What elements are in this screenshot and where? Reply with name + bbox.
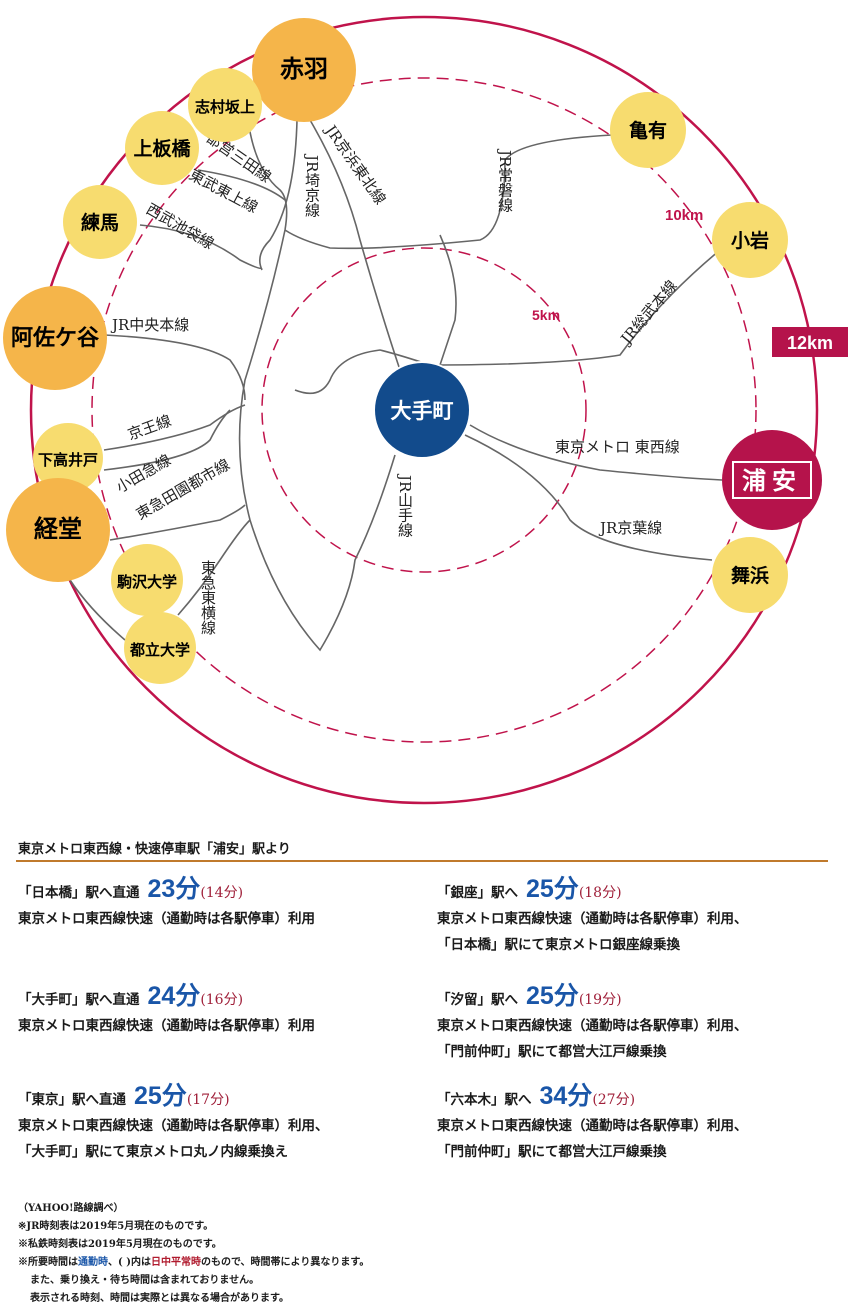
transfer-detail: 「門前仲町」駅にて都営大江戸線乗換 — [437, 1044, 667, 1060]
offpeak-time: (19分) — [578, 992, 622, 1008]
station-circle — [712, 202, 788, 278]
station-circle — [712, 537, 788, 613]
center-station: 大手町 — [373, 361, 471, 459]
divider — [16, 860, 828, 862]
station-label: 志村坂上 — [195, 98, 255, 116]
station-label: 都立大学 — [129, 641, 190, 659]
label-chuo: JR中央本線 — [110, 316, 189, 334]
route-detail: 東京メトロ東西線快速（通勤時は各駅停車）利用、 — [437, 1018, 748, 1034]
station-label: 舞浜 — [731, 564, 769, 587]
ring-10km — [91, 77, 757, 743]
ring-labels: 10km 5km 12km — [532, 207, 848, 357]
destination: 「銀座」駅へ — [437, 885, 518, 901]
station-label: 経堂 — [34, 514, 82, 543]
label-keio: 京王線 — [125, 411, 173, 443]
travel-entry: 「東京」駅へ直通 25分(17分) 東京メトロ東西線快速（通勤時は各駅停車）利用、「… — [18, 1083, 329, 1165]
travel-entry: 「大手町」駅へ直通 24分(16分) 東京メトロ東西線快速（通勤時は各駅停車）利用 — [18, 983, 315, 1039]
route-detail: 東京メトロ東西線快速（通勤時は各駅停車）利用、 — [437, 911, 748, 927]
route-detail: 東京メトロ東西線快速（通勤時は各駅停車）利用、 — [437, 1118, 748, 1134]
commute-time: 25分 — [134, 1082, 187, 1110]
destination: 「六本木」駅へ — [437, 1092, 532, 1108]
commute-time: 25分 — [526, 875, 579, 903]
label-joban: JR常磐線 — [496, 148, 514, 213]
destination: 「日本橋」駅へ直通 — [18, 885, 140, 901]
station-circle — [33, 423, 103, 493]
transfer-detail: 「門前仲町」駅にて都営大江戸線乗換 — [437, 1144, 667, 1160]
station-otemachi: 大手町 — [391, 398, 454, 423]
offpeak-time: (17分) — [186, 1092, 230, 1108]
station-circle — [3, 286, 107, 390]
commute-time: 25分 — [526, 982, 579, 1010]
offpeak-time: (16分) — [200, 992, 244, 1008]
station-label: 下高井戸 — [38, 451, 98, 469]
travel-entry: 「銀座」駅へ 25分(18分) 東京メトロ東西線快速（通勤時は各駅停車）利用、「日本… — [437, 876, 748, 958]
station-circle — [63, 185, 137, 259]
route-detail: 東京メトロ東西線快速（通勤時は各駅停車）利用、 — [18, 1118, 329, 1134]
transfer-detail: 「日本橋」駅にて東京メトロ銀座線乗換 — [437, 937, 680, 953]
note: ※JR時刻表は2019年5月現在のものです。 — [18, 1221, 214, 1232]
label-keiyo: JR京葉線 — [598, 519, 662, 537]
station-circle — [610, 92, 686, 168]
home-station: 浦安 — [722, 430, 822, 530]
label-yamanote: JR山手線 — [396, 473, 414, 538]
note: 表示される時刻、時間は実際とは異なる場合があります。 — [30, 1293, 289, 1304]
station-circle — [6, 478, 110, 582]
station-label: 駒沢大学 — [117, 573, 177, 591]
transfer-detail: 「大手町」駅にて東京メトロ丸ノ内線乗換え — [18, 1144, 288, 1160]
station-label: 小岩 — [731, 229, 769, 252]
travel-entry: 「六本木」駅へ 34分(27分) 東京メトロ東西線快速（通勤時は各駅停車）利用、「門… — [437, 1083, 748, 1165]
note-source: （YAHOO!路線調べ） — [18, 1203, 124, 1214]
station-circle — [188, 68, 262, 142]
label-12km: 12km — [787, 333, 833, 353]
label-10km: 10km — [665, 207, 703, 224]
station-circle — [124, 612, 196, 684]
commute-time: 24分 — [147, 982, 201, 1010]
station-label: 赤羽 — [280, 54, 328, 83]
label-tozai: 東京メトロ 東西線 — [555, 438, 680, 456]
commute-time: 34分 — [539, 1082, 593, 1110]
destination: 「東京」駅へ直通 — [18, 1092, 126, 1108]
destination: 「汐留」駅へ — [437, 992, 518, 1008]
route-detail: 東京メトロ東西線快速（通勤時は各駅停車）利用 — [18, 911, 315, 927]
station-urayasu: 浦安 — [742, 466, 802, 495]
note: ※私鉄時刻表は2019年5月現在のものです。 — [18, 1239, 222, 1250]
note: ※所要時間は通勤時、( )内は日中平常時のもので、時間帯により異なります。 — [18, 1257, 370, 1268]
notes: （YAHOO!路線調べ） ※JR時刻表は2019年5月現在のものです。 ※私鉄時… — [18, 1200, 369, 1308]
station-circle — [252, 18, 356, 122]
label-5km: 5km — [532, 307, 560, 323]
commute-time: 23分 — [147, 875, 201, 903]
ring-5km — [261, 247, 587, 573]
station-label: 練馬 — [81, 211, 119, 234]
label-toyoko: 東急東横線 — [199, 560, 217, 635]
info-heading: 東京メトロ東西線・快速停車駅「浦安」駅より — [18, 842, 291, 857]
station-label: 亀有 — [629, 119, 667, 142]
travel-entry: 「汐留」駅へ 25分(19分) 東京メトロ東西線快速（通勤時は各駅停車）利用、「門前… — [437, 983, 748, 1065]
offpeak-time: (27分) — [592, 1092, 636, 1108]
route-map: 都営三田線 東武東上線 西武池袋線 JR埼京線 JR京浜東北線 JR常磐線 JR… — [3, 15, 848, 805]
note: また、乗り換え・待ち時間は含まれておりません。 — [30, 1275, 260, 1286]
offpeak-time: (14分) — [200, 885, 244, 901]
station-circle — [111, 544, 183, 616]
station-label: 阿佐ケ谷 — [11, 325, 100, 351]
ring-12km — [29, 15, 819, 805]
label-keihin: JR京浜東北線 — [321, 120, 390, 208]
route-detail: 東京メトロ東西線快速（通勤時は各駅停車）利用 — [18, 1018, 315, 1034]
station-circle — [125, 111, 199, 185]
station-label: 上板橋 — [133, 137, 191, 160]
label-saikyo: JR埼京線 — [303, 153, 321, 218]
travel-entry: 「日本橋」駅へ直通 23分(14分) 東京メトロ東西線快速（通勤時は各駅停車）利用 — [18, 876, 315, 932]
offpeak-time: (18分) — [578, 885, 622, 901]
rail-lines — [69, 119, 723, 652]
label-sobu: JR総武本線 — [616, 277, 681, 349]
destination: 「大手町」駅へ直通 — [18, 992, 140, 1008]
